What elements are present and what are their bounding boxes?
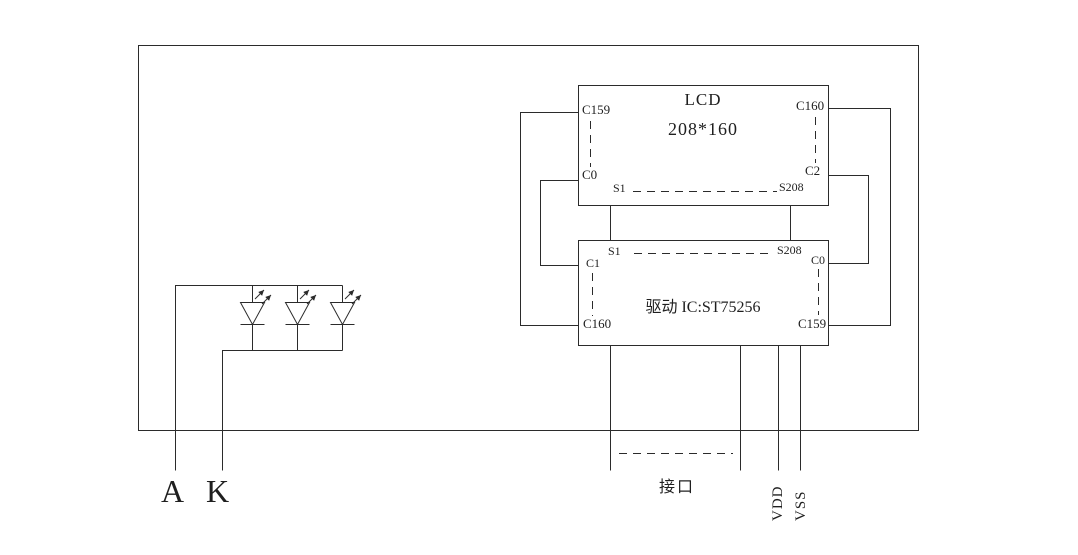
driver-pin-s1: S1 xyxy=(608,244,621,258)
driver-pin-c160: C160 xyxy=(583,316,612,331)
wire-cathode-rail xyxy=(222,350,343,471)
lcd-pin-c0: C0 xyxy=(582,167,598,182)
backlight-anode-label: A xyxy=(161,473,185,509)
led-emission-arrow xyxy=(306,294,317,305)
lcd-box xyxy=(578,85,829,206)
led-emission-arrow xyxy=(344,289,355,300)
driver-box xyxy=(578,240,829,346)
driver-title: 驱动 IC:ST75256 xyxy=(645,299,761,316)
wire-right-outer xyxy=(828,108,891,326)
led-symbol-3 xyxy=(329,285,362,351)
driver-pin-c1: C1 xyxy=(586,256,601,270)
driver-pin-c159: C159 xyxy=(798,316,827,331)
led-emission-arrow xyxy=(299,289,310,300)
driver-pin-c0: C0 xyxy=(811,253,826,267)
lcd-pin-c2: C2 xyxy=(805,163,821,178)
led-emission-arrow xyxy=(254,289,265,300)
lcd-pin-c160: C160 xyxy=(796,98,825,113)
lcd-resolution: 208*160 xyxy=(668,119,738,139)
outer-frame xyxy=(138,45,919,431)
vdd-label: VDD xyxy=(770,485,786,522)
wire-right-inner xyxy=(828,175,869,264)
wire-left-outer xyxy=(520,112,579,326)
lcd-pin-c159: C159 xyxy=(582,102,611,117)
led-symbol-1 xyxy=(239,285,272,351)
lcd-pin-s208: S208 xyxy=(779,180,804,194)
led-symbol-2 xyxy=(284,285,317,351)
vss-label: VSS xyxy=(793,490,809,521)
lcd-pin-s1: S1 xyxy=(613,181,626,195)
lcd-title: LCD xyxy=(684,90,722,109)
driver-pin-s208: S208 xyxy=(777,243,802,257)
wire-anode-rail xyxy=(175,285,343,471)
wire-left-inner xyxy=(540,180,579,266)
interface-label: 接口 xyxy=(659,479,696,496)
led-emission-arrow xyxy=(261,294,272,305)
led-emission-arrow xyxy=(351,294,362,305)
backlight-cathode-label: K xyxy=(206,473,230,509)
